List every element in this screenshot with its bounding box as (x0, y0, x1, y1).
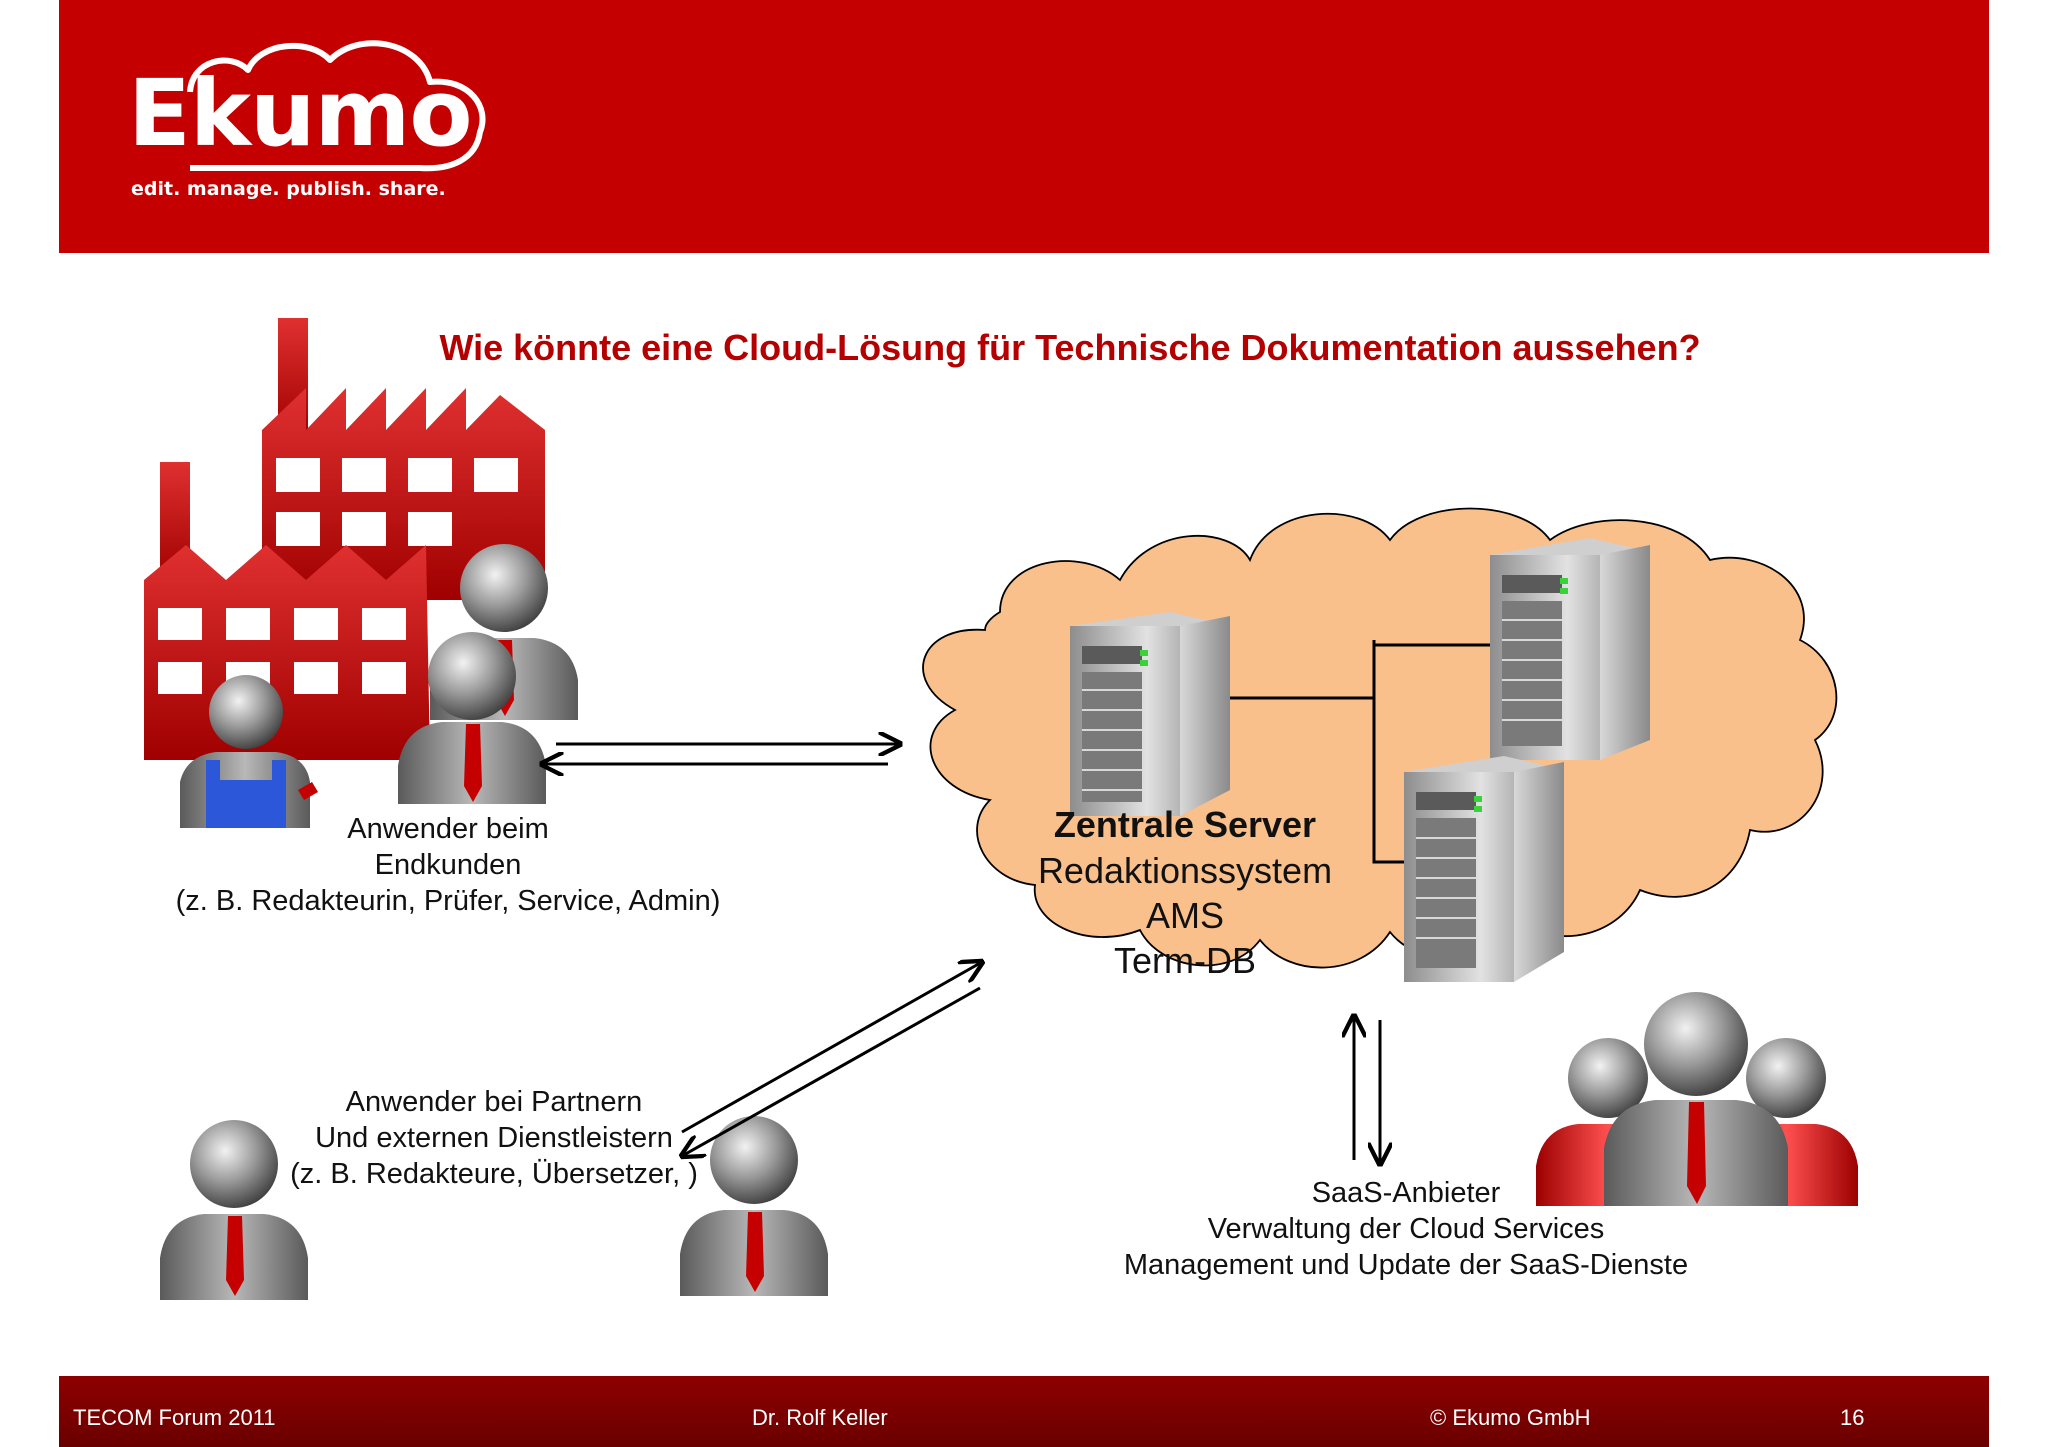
partner-person-right-icon (680, 1116, 828, 1296)
arrow-pair-customer (542, 744, 900, 764)
customer-users-line1: Anwender beim (347, 813, 549, 845)
slide-title: Wie könnte eine Cloud-Lösung für Technis… (439, 327, 1701, 368)
server-central-icon (1070, 612, 1230, 816)
cloud-item-ams: AMS (1145, 895, 1224, 936)
footer-bar (59, 1376, 1989, 1447)
server-top-right-icon (1490, 538, 1650, 760)
saas-team-icon (1536, 992, 1858, 1206)
footer-event: TECOM Forum 2011 (73, 1405, 276, 1430)
logo-tagline: edit. manage. publish. share. (131, 178, 446, 200)
arrow-pair-saas (1354, 1016, 1380, 1164)
logo-text: Ekumo (128, 60, 473, 167)
saas-provider-line1: SaaS-Anbieter (1311, 1177, 1501, 1209)
logo-cloud-outline (187, 40, 486, 172)
worker-person-icon (180, 675, 318, 828)
customer-users-line3: (z. B. Redakteurin, Prüfer, Service, Adm… (175, 885, 721, 917)
business-person-front-icon (398, 632, 546, 804)
server-bottom-right-icon (1404, 756, 1564, 982)
footer-copyright: © Ekumo GmbH (1430, 1405, 1591, 1430)
footer-author: Dr. Rolf Keller (752, 1405, 888, 1430)
customer-users-line2: Endkunden (374, 849, 522, 881)
partner-person-left-icon (160, 1120, 308, 1300)
cloud-item-term-db: Term-DB (1114, 940, 1256, 981)
cloud-heading: Zentrale Server (1053, 804, 1317, 845)
partner-users-line1: Anwender bei Partnern (345, 1086, 643, 1118)
saas-provider-line3: Management und Update der SaaS-Dienste (1123, 1249, 1689, 1281)
saas-provider-line2: Verwaltung der Cloud Services (1207, 1213, 1605, 1245)
cloud-item-editorial-system: Redaktionssystem (1037, 850, 1333, 891)
partner-users-line3: (z. B. Redakteure, Übersetzer, ) (290, 1158, 698, 1190)
server-connector-lines (1225, 640, 1493, 864)
footer-page-number: 16 (1840, 1405, 1865, 1430)
factory-back-icon (262, 318, 545, 600)
partner-users-line2: Und externen Dienstleistern (315, 1122, 673, 1154)
arrow-pair-partner (682, 962, 982, 1156)
factory-front-icon (144, 462, 430, 760)
